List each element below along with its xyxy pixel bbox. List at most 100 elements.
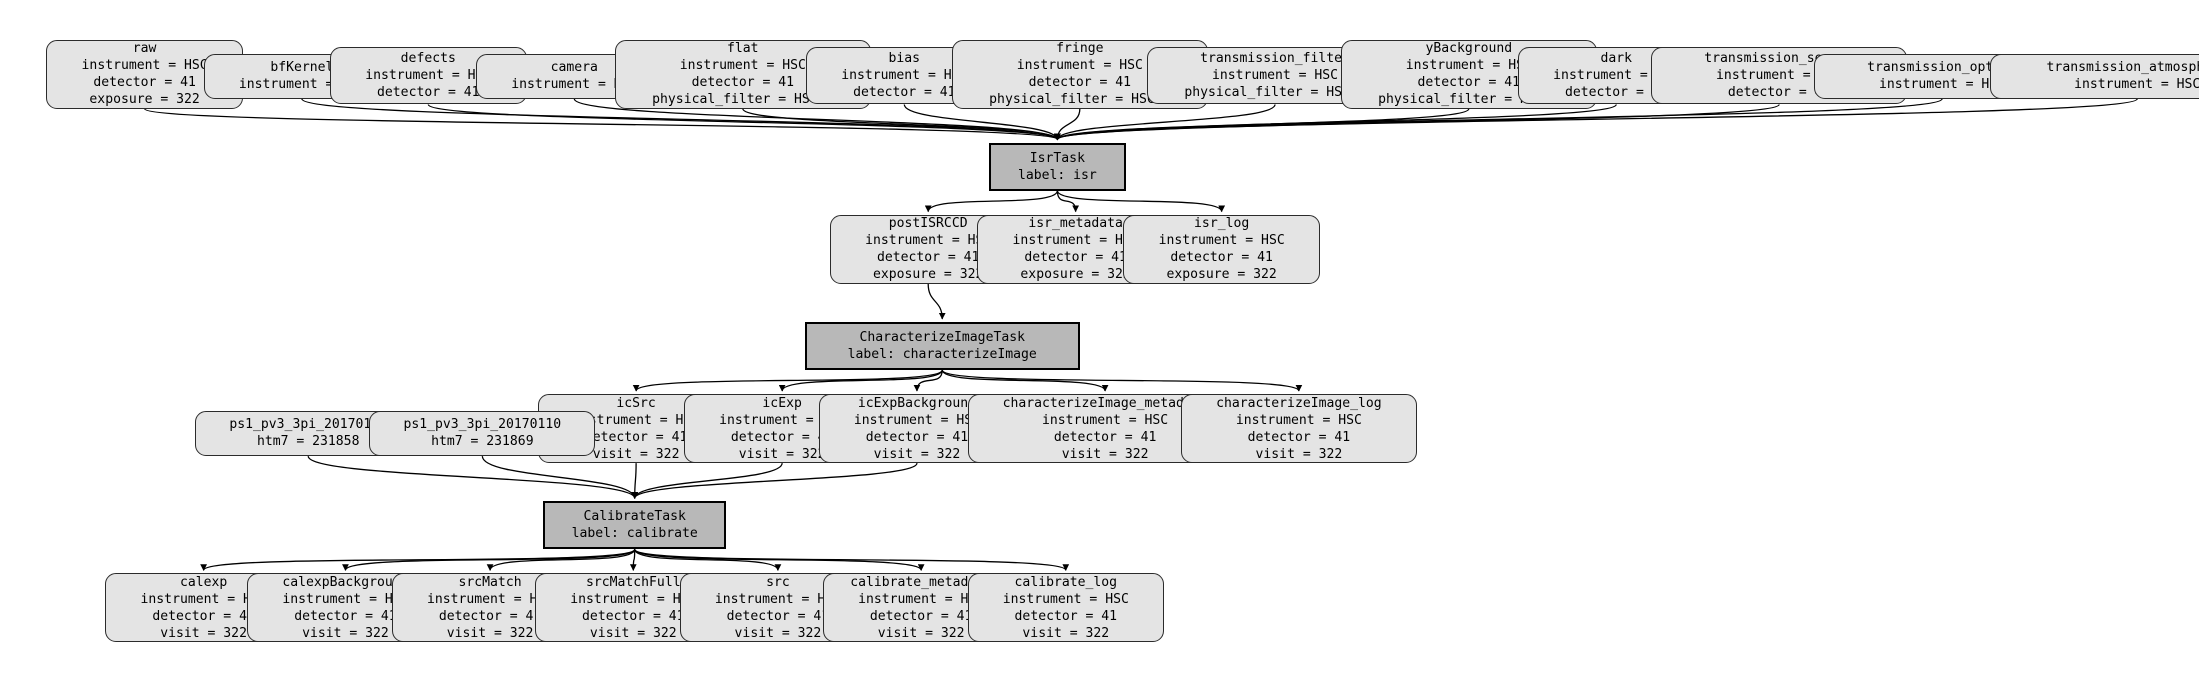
node-detail-line: detector = 41 xyxy=(1014,608,1118,624)
node-detail-line: exposure = 322 xyxy=(89,92,200,108)
graph-edge xyxy=(1056,190,1080,213)
node-detail-line: detector = 41 xyxy=(582,608,685,624)
node-detail-line: detector = 41 xyxy=(1028,75,1132,91)
node-detail-line: exposure = 322 xyxy=(872,267,984,283)
node-detail-line: visit = 322 xyxy=(1255,446,1343,462)
node-title: CharacterizeImageTask xyxy=(859,329,1025,345)
node-title: srcMatch xyxy=(458,574,522,590)
node-title: raw xyxy=(132,41,157,57)
node-detail-line: physical_filter = HSC-Y xyxy=(1378,92,1560,108)
node-detail-line: detector = 41 xyxy=(152,608,255,624)
node-title: ps1_pv3_3pi_20170110 xyxy=(403,417,562,433)
node-title: transmission_filter xyxy=(1200,51,1350,67)
node-detail-line: htm7 = 231869 xyxy=(431,434,534,450)
node-detail-line: detector = 41 xyxy=(1053,429,1157,445)
node-title: characterizeImage_metadata xyxy=(1002,395,1208,411)
node-detail-line: exposure = 322 xyxy=(1166,267,1277,283)
node-detail-line: instrument = HSC xyxy=(858,591,985,607)
node-detail-line: instrument = HSC xyxy=(1878,77,2006,93)
node-detail-line: physical_filter = HSC-Y xyxy=(1184,85,1366,101)
graph-edge xyxy=(778,369,943,392)
node-title: calexpBackground xyxy=(282,574,409,590)
node-detail-line: detector = 41 xyxy=(1727,85,1831,101)
graph-edge xyxy=(941,369,1303,392)
node-title: flat xyxy=(727,41,759,57)
graph-edge xyxy=(631,463,639,499)
node-detail-line: instrument = HSC xyxy=(1211,68,1339,84)
dataset-node-transmission_atmosphere[interactable]: transmission_atmosphereinstrument = HSC xyxy=(1989,53,2199,99)
node-detail-line: instrument = HSC xyxy=(1042,412,1169,428)
node-detail-line: visit = 322 xyxy=(589,625,677,641)
node-detail-line: visit = 322 xyxy=(1022,625,1110,641)
node-detail-line: detector = 41 xyxy=(726,608,830,624)
node-detail-line: detector = 41 xyxy=(691,75,795,91)
node-detail-line: instrument = HSC xyxy=(140,591,267,607)
node-detail-line: instrument = HSC xyxy=(573,412,700,428)
node-title: bias xyxy=(888,51,921,67)
node-title: characterizeImage_log xyxy=(1216,395,1382,411)
node-detail-line: instrument = HSC xyxy=(679,58,806,74)
node-title: calibrate_log xyxy=(1014,574,1118,590)
node-detail-line: instrument = HSC xyxy=(282,591,409,607)
node-detail-line: instrument = HSC xyxy=(1553,68,1680,84)
node-detail-line: visit = 322 xyxy=(592,446,680,462)
node-detail-line: detector = 41 xyxy=(1565,85,1668,101)
graph-edge xyxy=(634,548,1070,571)
node-detail-line: instrument = HSC xyxy=(714,591,841,607)
node-title: transmission_atmosphere xyxy=(2046,60,2199,76)
node-detail-line: instrument = HSC xyxy=(1235,412,1362,428)
node-detail-line: instrument = HSC xyxy=(426,591,554,607)
node-detail-line: label: isr xyxy=(1017,167,1097,183)
node-detail-line: detector = 41 xyxy=(1170,250,1273,266)
node-detail-line: instrument = HSC xyxy=(1002,591,1129,607)
graph-edge xyxy=(1056,190,1225,213)
node-title: calexp xyxy=(179,574,228,590)
node-detail-line: instrument = HSC xyxy=(1016,58,1143,74)
node-detail-line: detector = 41 xyxy=(377,85,480,101)
node-title: IsrTask xyxy=(1029,150,1085,166)
graph-edge xyxy=(1054,104,1276,141)
graph-edge xyxy=(629,549,637,571)
node-detail-line: label: calibrate xyxy=(571,526,698,542)
graph-edge xyxy=(1054,103,1780,141)
node-detail-line: exposure = 322 xyxy=(1020,267,1131,283)
node-detail-line: visit = 322 xyxy=(160,625,247,641)
node-detail-line: instrument = HSC xyxy=(1405,58,1532,74)
node-detail-line: instrument = HSC xyxy=(1158,233,1285,249)
node-detail-line: instrument = HSC xyxy=(853,412,981,428)
node-title: isr_log xyxy=(1194,216,1250,232)
node-detail-line: instrument = HSC xyxy=(81,58,208,74)
graph-edge xyxy=(200,548,636,571)
node-detail-line: detector = 41 xyxy=(438,608,542,624)
graph-edge xyxy=(913,369,943,392)
node-detail-line: htm7 = 231858 xyxy=(256,434,360,450)
graph-edge xyxy=(941,369,1109,392)
graph-edge xyxy=(1054,98,2138,141)
node-title: icExpBackground xyxy=(857,395,977,411)
node-title: dark xyxy=(1600,51,1633,67)
node-detail-line: detector = 41 xyxy=(93,75,196,91)
node-detail-line: visit = 322 xyxy=(734,625,822,641)
node-detail-line: visit = 322 xyxy=(446,625,534,641)
node-detail-line: detector = 41 xyxy=(853,85,956,101)
node-detail-line: detector = 41 xyxy=(865,429,969,445)
node-detail-line: instrument = HSC xyxy=(511,77,638,93)
node-detail-line: instrument = HSC xyxy=(719,412,846,428)
graph-edge xyxy=(631,462,783,499)
graph-edge xyxy=(427,103,1061,141)
node-detail-line: visit = 322 xyxy=(1061,446,1149,462)
node-detail-line: physical_filter = HSC-Y xyxy=(652,92,834,108)
node-detail-line: instrument = HSC xyxy=(1716,68,1843,84)
node-detail-line: instrument = HSC xyxy=(2074,77,2199,93)
node-detail-line: instrument = HSC xyxy=(1012,233,1139,249)
graph-edge xyxy=(143,108,1061,141)
